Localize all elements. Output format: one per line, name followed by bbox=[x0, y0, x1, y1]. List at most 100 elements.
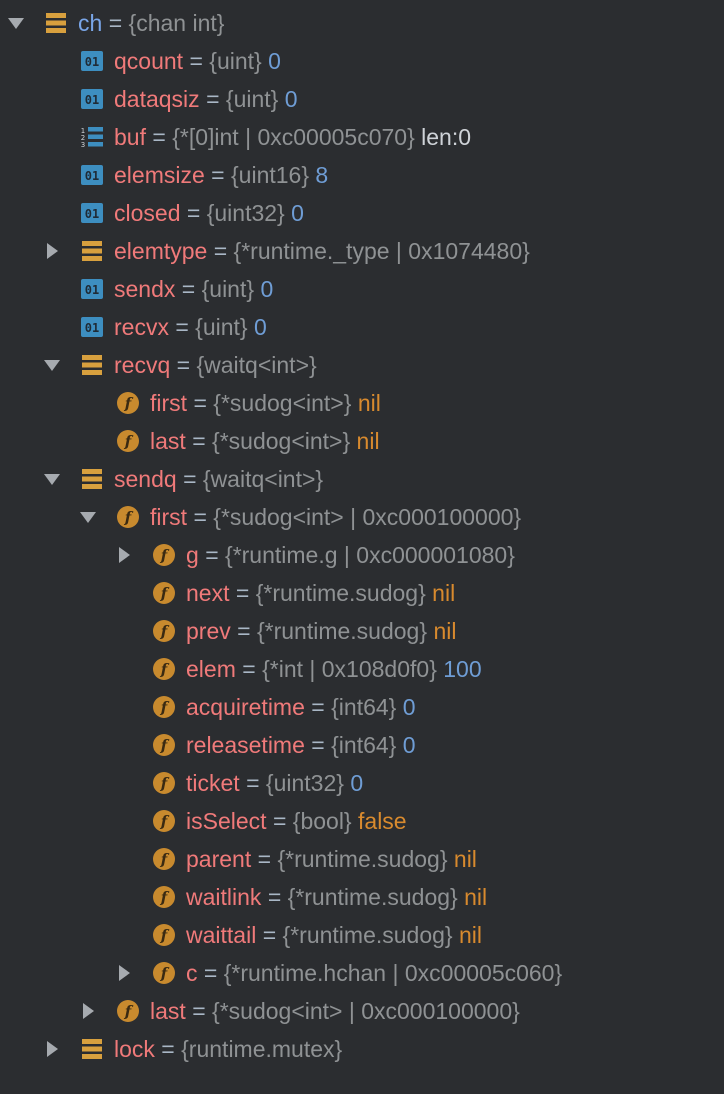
svg-text:01: 01 bbox=[85, 321, 99, 335]
equals-sign: = bbox=[311, 694, 325, 720]
variable-value: nil bbox=[453, 846, 477, 872]
svg-text:f: f bbox=[160, 699, 170, 717]
row-text: sendx = {uint} 0 bbox=[114, 270, 273, 308]
variable-value: 0 bbox=[268, 48, 281, 74]
struct-icon bbox=[80, 353, 104, 377]
row-text: releasetime = {int64} 0 bbox=[186, 726, 416, 764]
tree-row-c[interactable]: f c = {*runtime.hchan | 0xc00005c060} bbox=[0, 954, 724, 992]
field-icon: f bbox=[152, 885, 176, 909]
tree-row-waitlink[interactable]: f waitlink = {*runtime.sudog} nil bbox=[0, 878, 724, 916]
field-icon: f bbox=[152, 581, 176, 605]
expand-arrow-down-icon[interactable] bbox=[6, 13, 26, 33]
equals-sign: = bbox=[186, 200, 201, 226]
variable-type: {*sudog<int>} bbox=[213, 390, 352, 416]
struct-icon bbox=[80, 467, 104, 491]
equals-sign: = bbox=[205, 542, 219, 568]
tree-row-recvq[interactable]: recvq = {waitq<int>} bbox=[0, 346, 724, 384]
equals-sign: = bbox=[193, 390, 207, 416]
variable-name: waittail bbox=[186, 922, 257, 948]
equals-sign: = bbox=[152, 124, 166, 150]
svg-text:3: 3 bbox=[81, 141, 85, 149]
variable-type: {uint32} bbox=[265, 770, 344, 796]
row-text: dataqsiz = {uint} 0 bbox=[114, 80, 298, 118]
field-icon: f bbox=[116, 391, 140, 415]
svg-text:01: 01 bbox=[85, 169, 99, 183]
field-icon: f bbox=[152, 961, 176, 985]
variable-name: elemtype bbox=[114, 238, 208, 264]
equals-sign: = bbox=[108, 10, 123, 36]
variable-value: 0 bbox=[402, 694, 416, 720]
svg-text:f: f bbox=[160, 813, 170, 831]
collapse-arrow-right-icon[interactable] bbox=[78, 1001, 98, 1021]
variable-type: {waitq<int>} bbox=[196, 352, 317, 378]
variable-name: parent bbox=[186, 846, 252, 872]
variable-name: buf bbox=[114, 124, 146, 150]
tree-row-elemtype[interactable]: elemtype = {*runtime._type | 0x1074480} bbox=[0, 232, 724, 270]
equals-sign: = bbox=[192, 998, 206, 1024]
variable-type: {*runtime.sudog} bbox=[277, 846, 448, 872]
tree-row-sendq[interactable]: sendq = {waitq<int>} bbox=[0, 460, 724, 498]
variable-value: 0 bbox=[291, 200, 304, 226]
tree-row-acquiretime[interactable]: f acquiretime = {int64} 0 bbox=[0, 688, 724, 726]
svg-text:f: f bbox=[160, 661, 170, 679]
variable-name: ticket bbox=[186, 770, 240, 796]
row-text: g = {*runtime.g | 0xc000001080} bbox=[186, 536, 515, 574]
variable-type: {*runtime.sudog} bbox=[282, 922, 453, 948]
variable-name: last bbox=[150, 998, 186, 1024]
tree-row-recvx[interactable]: 01 recvx = {uint} 0 bbox=[0, 308, 724, 346]
variable-value: 0 bbox=[254, 314, 267, 340]
equals-sign: = bbox=[242, 656, 256, 682]
tree-row-lock[interactable]: lock = {runtime.mutex} bbox=[0, 1030, 724, 1068]
collapse-arrow-right-icon[interactable] bbox=[114, 963, 134, 983]
row-text: c = {*runtime.hchan | 0xc00005c060} bbox=[186, 954, 562, 992]
equals-sign: = bbox=[211, 162, 225, 188]
variable-type: {runtime.mutex} bbox=[181, 1036, 343, 1062]
row-text: buf = {*[0]int | 0xc00005c070} len:0 bbox=[114, 118, 471, 156]
row-text: waitlink = {*runtime.sudog} nil bbox=[186, 878, 487, 916]
variable-type: {int64} bbox=[331, 694, 397, 720]
collapse-arrow-right-icon[interactable] bbox=[42, 241, 62, 261]
variable-type: {*int | 0x108d0f0} bbox=[262, 656, 437, 682]
svg-text:f: f bbox=[124, 1003, 134, 1021]
variable-type: {uint} bbox=[209, 48, 262, 74]
row-text: acquiretime = {int64} 0 bbox=[186, 688, 416, 726]
expand-arrow-down-icon[interactable] bbox=[42, 469, 62, 489]
collapse-arrow-right-icon[interactable] bbox=[114, 545, 134, 565]
variable-type: {*runtime.sudog} bbox=[287, 884, 458, 910]
tree-row-ch[interactable]: ch = {chan int} bbox=[0, 4, 724, 42]
expand-arrow-down-icon[interactable] bbox=[42, 355, 62, 375]
svg-text:f: f bbox=[160, 889, 170, 907]
field-icon: f bbox=[116, 999, 140, 1023]
collapse-arrow-right-icon[interactable] bbox=[42, 1039, 62, 1059]
struct-icon bbox=[80, 239, 104, 263]
equals-sign: = bbox=[257, 846, 272, 872]
field-icon: f bbox=[152, 619, 176, 643]
svg-text:1: 1 bbox=[81, 127, 85, 135]
primitive-icon: 01 bbox=[80, 201, 104, 225]
row-text: recvx = {uint} 0 bbox=[114, 308, 267, 346]
variable-name: last bbox=[150, 428, 186, 454]
expand-arrow-down-icon[interactable] bbox=[78, 507, 98, 527]
equals-sign: = bbox=[181, 276, 196, 302]
variable-type: {uint} bbox=[195, 314, 248, 340]
